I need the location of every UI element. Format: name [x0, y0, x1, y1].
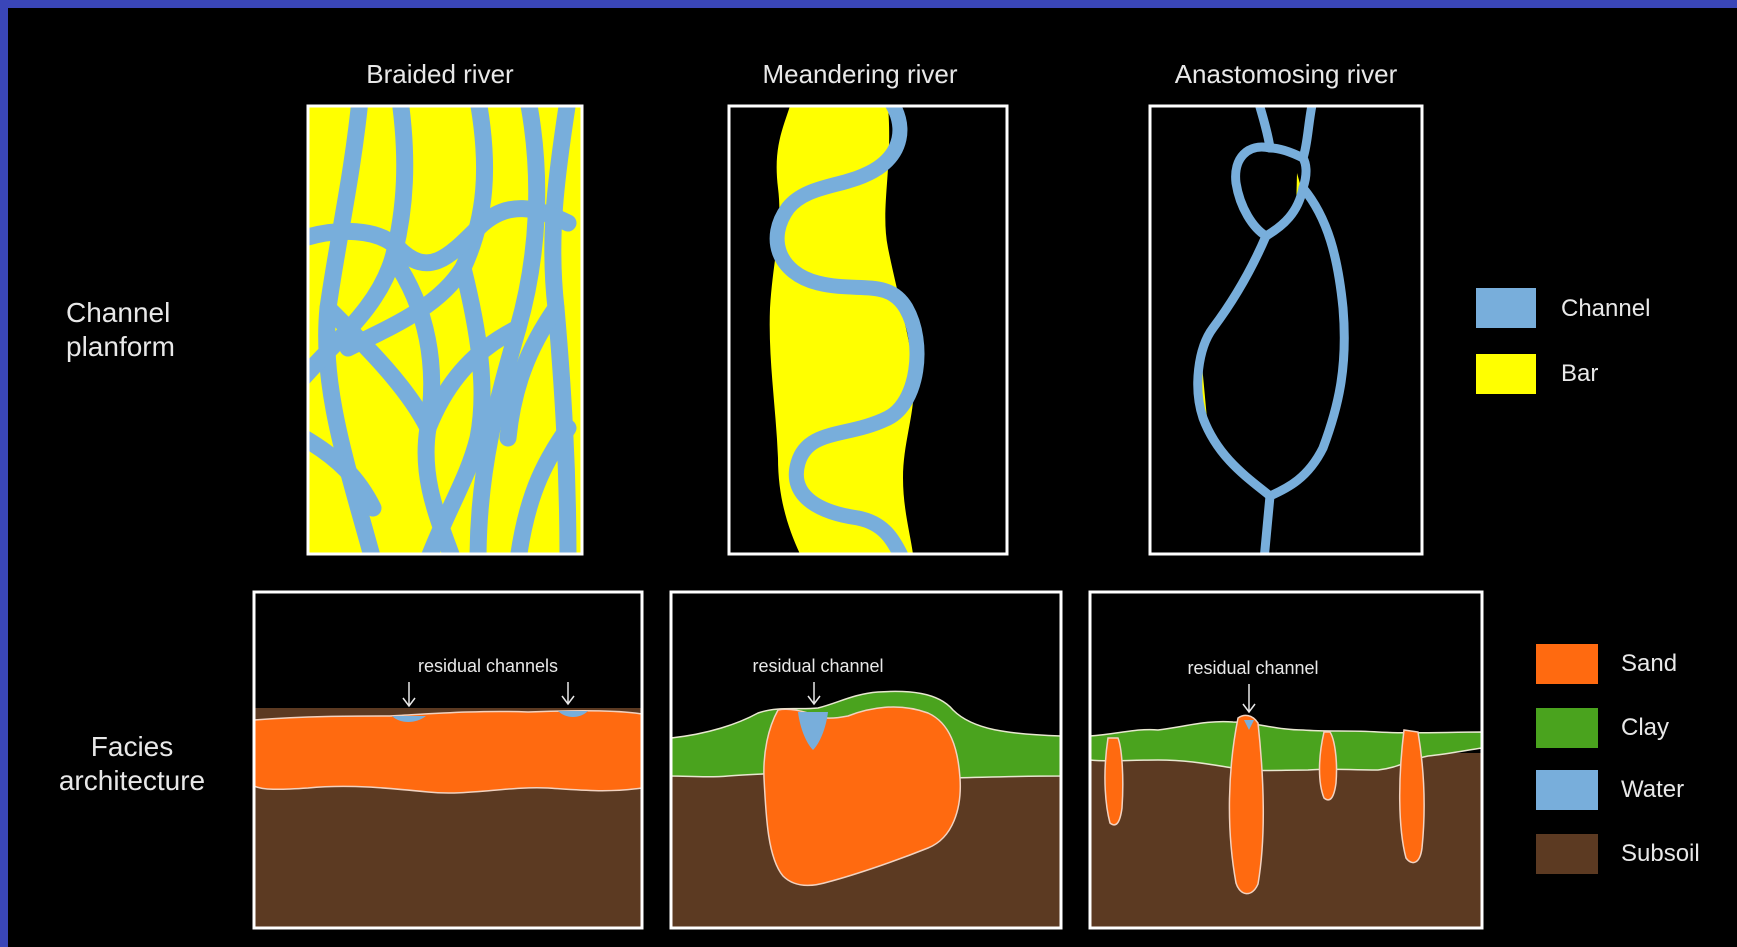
column-title-meandering: Meandering river: [762, 59, 957, 89]
anastomosing-sand-3: [1320, 732, 1337, 800]
row-label-facies-line2: architecture: [59, 765, 205, 796]
legend-facies: Sand Clay Water Subsoil: [1536, 644, 1700, 874]
facies-meandering-panel: residual channel: [671, 592, 1061, 928]
anastomosing-sand-1: [1105, 738, 1123, 825]
braided-sand: [254, 711, 642, 793]
legend-label-channel: Channel: [1561, 295, 1650, 322]
column-title-anastomosing: Anastomosing river: [1175, 59, 1398, 89]
arrow-down-icon: [562, 682, 574, 704]
legend-swatch-subsoil: [1536, 834, 1598, 874]
legend-label-bar: Bar: [1561, 360, 1598, 387]
legend-label-subsoil: Subsoil: [1621, 840, 1700, 867]
planform-anastomosing-panel: [1150, 100, 1422, 560]
facies-anastomosing-panel: residual channel: [1090, 592, 1482, 928]
planform-braided-panel: [303, 100, 582, 560]
arrow-down-icon: [403, 682, 415, 706]
anastomosing-sand-4: [1400, 730, 1424, 863]
column-title-braided: Braided river: [366, 59, 514, 89]
legend-label-water: Water: [1621, 776, 1684, 803]
legend-swatch-bar: [1476, 354, 1536, 394]
legend-label-clay: Clay: [1621, 714, 1669, 741]
anastomosing-channels: [1198, 100, 1345, 560]
legend-swatch-sand: [1536, 644, 1598, 684]
legend-swatch-clay: [1536, 708, 1598, 748]
planform-meandering-panel: [729, 100, 1007, 560]
row-label-planform-line1: Channel: [66, 297, 170, 328]
row-label-facies-line1: Facies: [91, 731, 173, 762]
legend-swatch-water: [1536, 770, 1598, 810]
legend-label-sand: Sand: [1621, 650, 1677, 677]
arrow-down-icon: [1243, 684, 1255, 712]
anastomosing-sand-2: [1229, 715, 1263, 893]
river-types-diagram: Braided river Meandering river Anastomos…: [8, 8, 1737, 947]
annotation-braided: residual channels: [418, 656, 558, 676]
facies-braided-panel: residual channels: [254, 592, 642, 928]
legend-planform: Channel Bar: [1476, 288, 1650, 394]
row-label-planform-line2: planform: [66, 331, 175, 362]
diagram-canvas: Braided river Meandering river Anastomos…: [8, 8, 1737, 947]
annotation-anastomosing: residual channel: [1187, 658, 1318, 678]
arrow-down-icon: [808, 682, 820, 704]
annotation-meandering: residual channel: [752, 656, 883, 676]
legend-swatch-channel: [1476, 288, 1536, 328]
